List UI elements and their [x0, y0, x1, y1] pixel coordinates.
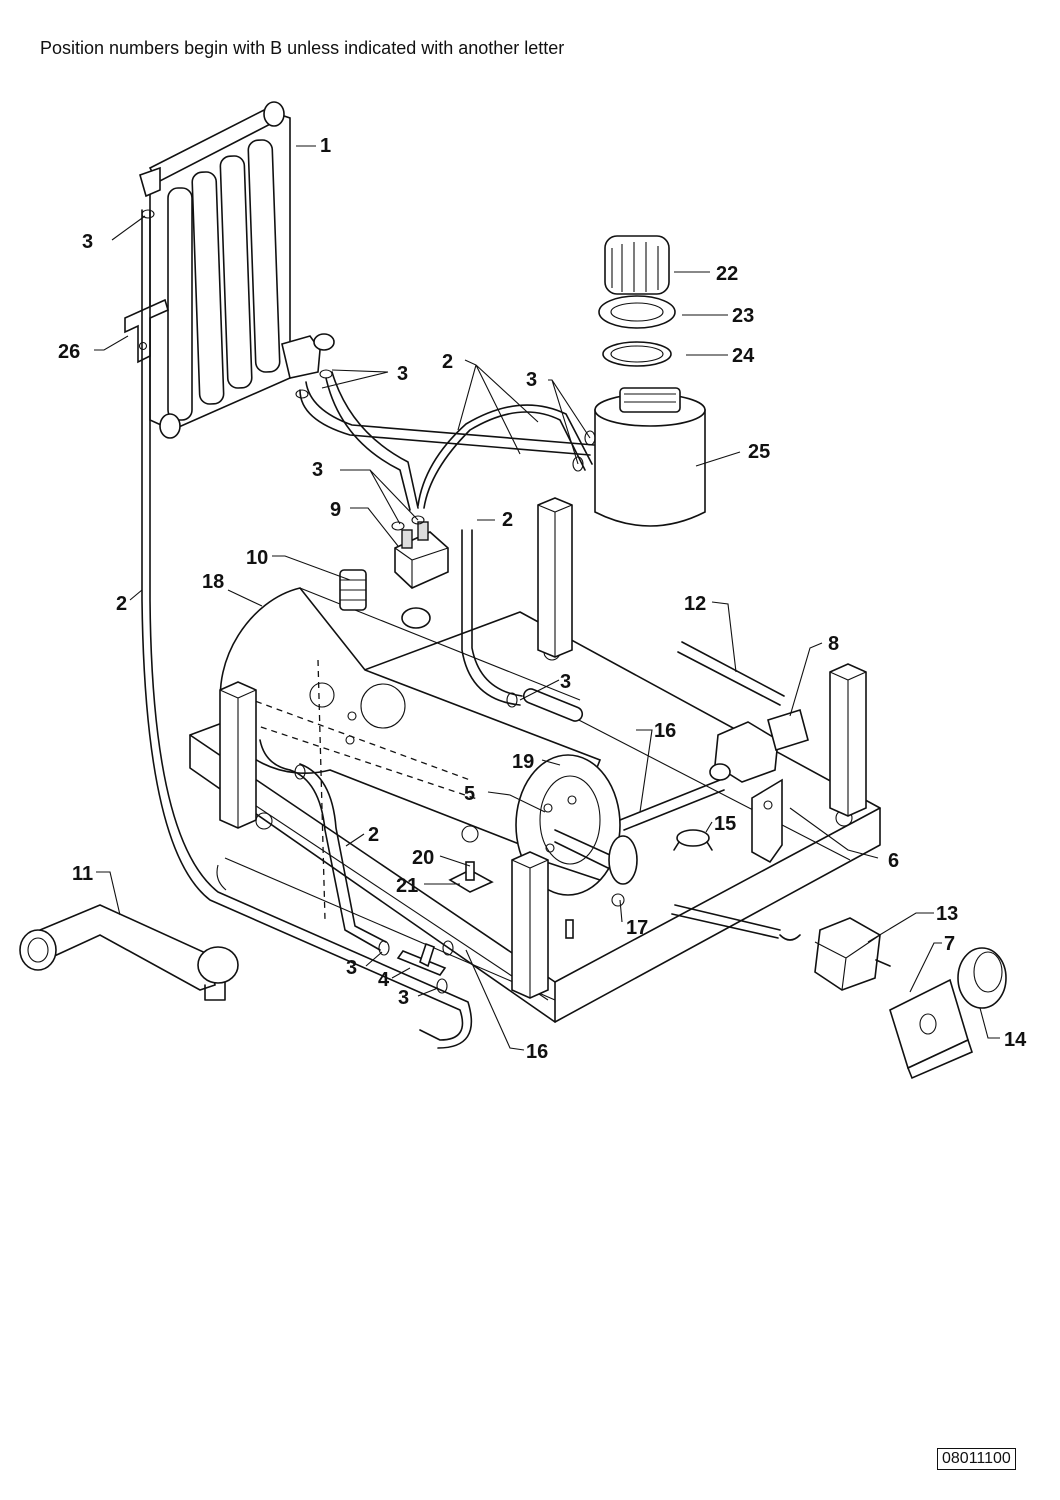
callout-10: 10 — [246, 547, 268, 569]
base-frame — [189, 611, 881, 1023]
callout-1: 1 — [320, 135, 331, 157]
tee-connector — [396, 942, 447, 976]
callout-3: 3 — [312, 459, 323, 481]
bracket-6 — [751, 778, 783, 864]
callout-11: 11 — [72, 863, 93, 885]
connecting-hoses — [299, 371, 595, 511]
callout-19: 19 — [512, 751, 534, 773]
callout-5: 5 — [464, 783, 475, 805]
upright-front-left — [219, 681, 257, 829]
callout-3: 3 — [526, 369, 537, 391]
callout-2: 2 — [502, 509, 513, 531]
fitting-10 — [339, 569, 431, 629]
callout-22: 22 — [716, 263, 738, 285]
position-note: Position numbers begin with B unless ind… — [40, 38, 565, 58]
callout-17: 17 — [626, 917, 648, 939]
filter-cartridge — [594, 235, 706, 527]
callout-12: 12 — [684, 593, 706, 615]
drain-hose-left — [141, 209, 473, 1049]
callout-3: 3 — [398, 987, 409, 1009]
callout-8: 8 — [828, 633, 839, 655]
hose-center — [461, 529, 584, 722]
callout-15: 15 — [714, 813, 736, 835]
callout-2: 2 — [368, 824, 379, 846]
pressure-switch — [709, 708, 809, 783]
callout-16: 16 — [526, 1041, 548, 1063]
thermostat-15 — [673, 829, 713, 851]
callout-2: 2 — [116, 593, 127, 615]
callout-13: 13 — [936, 903, 958, 925]
callout-14: 14 — [1004, 1029, 1027, 1051]
callout-3: 3 — [82, 231, 93, 253]
callout-26: 26 — [58, 341, 80, 363]
callout-6: 6 — [888, 850, 899, 872]
callout-25: 25 — [748, 441, 770, 463]
hose-front — [259, 739, 387, 951]
upright-right — [829, 663, 867, 817]
drain-elbow — [19, 904, 239, 1001]
callout-numbers: 1 3 26 3 2 3 22 23 24 25 3 9 2 10 18 2 1… — [58, 135, 1027, 1063]
hose-right — [619, 641, 785, 831]
callout-24: 24 — [732, 345, 755, 367]
callout-20: 20 — [412, 847, 434, 869]
callout-16: 16 — [654, 720, 676, 742]
drawing-number: 08011100 — [937, 1448, 1016, 1470]
callout-18: 18 — [202, 571, 224, 593]
o-rings — [141, 209, 625, 994]
upright-front — [511, 851, 549, 999]
capillary-thermostat — [671, 904, 891, 991]
leader-lines — [94, 145, 1000, 1051]
callout-3: 3 — [346, 957, 357, 979]
callout-9: 9 — [330, 499, 341, 521]
upright-rear — [537, 497, 573, 658]
callout-3: 3 — [397, 363, 408, 385]
callout-3: 3 — [560, 671, 571, 693]
callout-21: 21 — [396, 875, 418, 897]
callout-7: 7 — [944, 933, 955, 955]
callout-23: 23 — [732, 305, 754, 327]
screws — [448, 861, 574, 939]
boiler-tank — [219, 587, 638, 921]
heat-exchanger — [139, 101, 335, 439]
control-knob — [957, 947, 1007, 1009]
bracket-7 — [889, 978, 973, 1080]
callout-4: 4 — [378, 969, 390, 991]
callout-2: 2 — [442, 351, 453, 373]
solenoid-valve — [394, 521, 449, 589]
